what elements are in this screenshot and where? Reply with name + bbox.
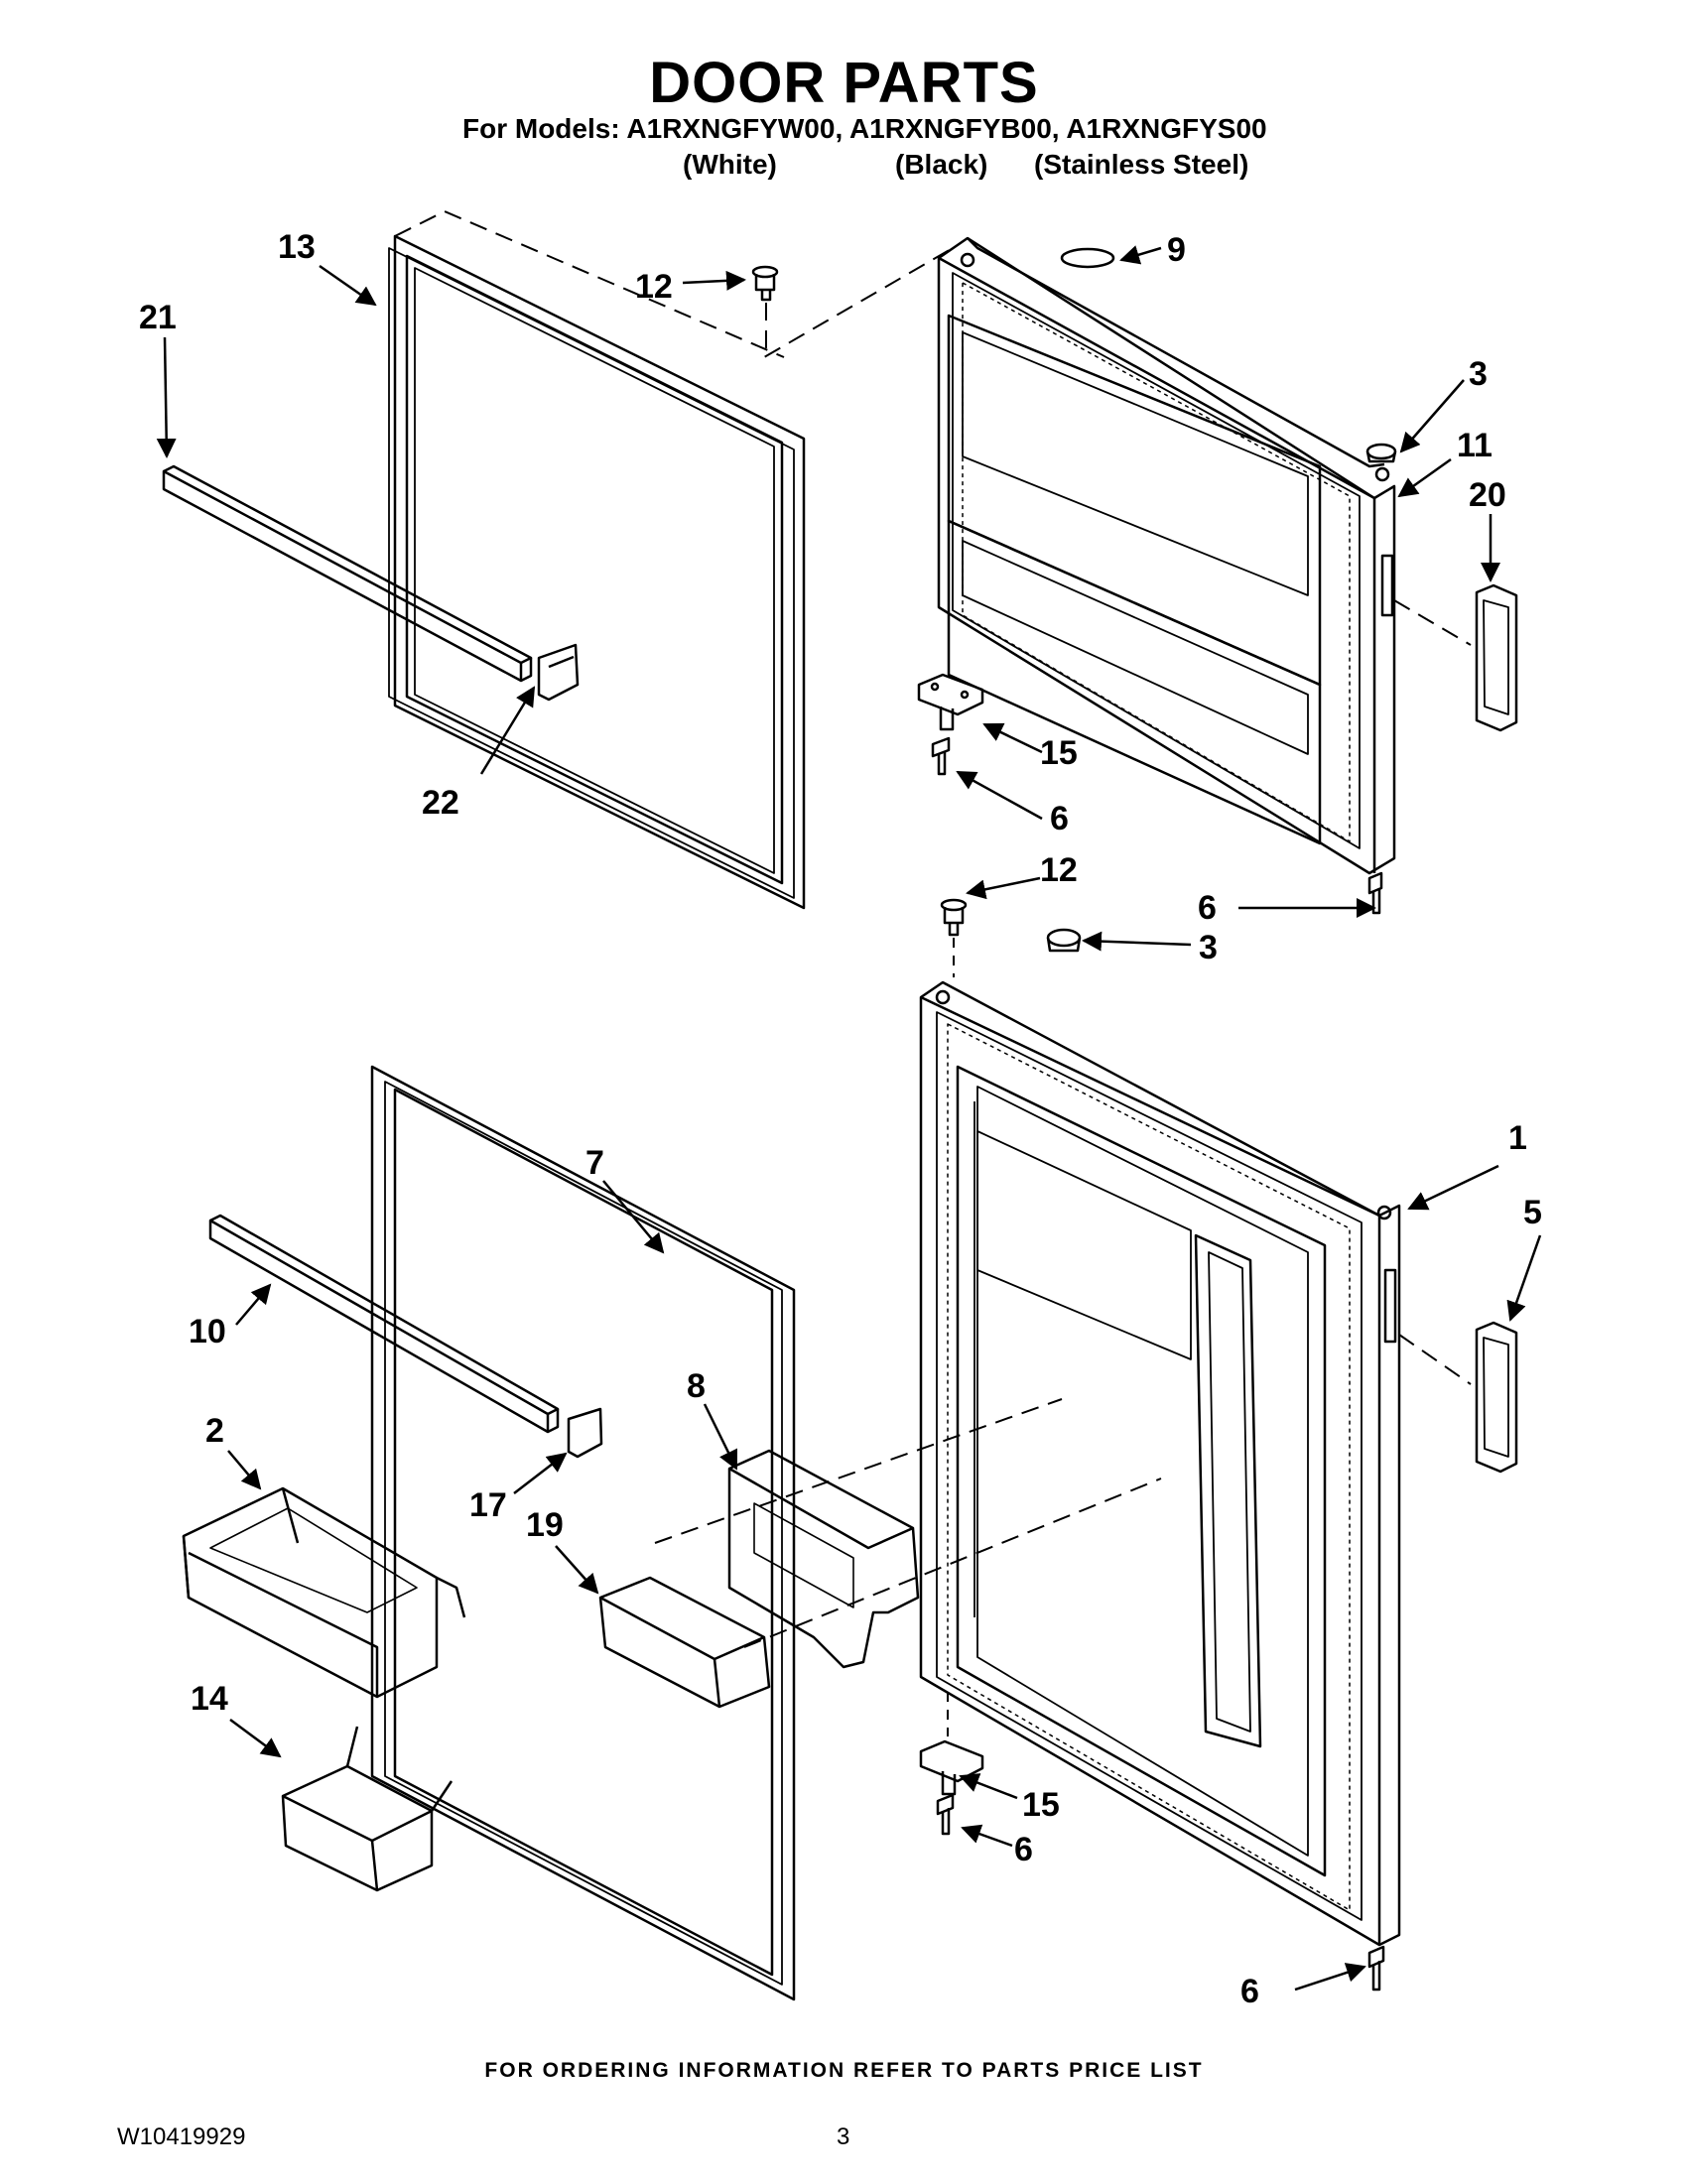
hinge-top: [917, 673, 984, 731]
callout-17: 17: [469, 1486, 507, 1524]
ordering-note: FOR ORDERING INFORMATION REFER TO PARTS …: [484, 2059, 1204, 2082]
callout-13: 13: [278, 228, 316, 266]
variant-black: (Black): [895, 149, 988, 180]
freezer-door-gasket: [388, 234, 806, 910]
callout-12-top: 12: [635, 268, 673, 306]
callout-3-top: 3: [1469, 355, 1488, 393]
callout-7: 7: [585, 1144, 604, 1182]
callout-1: 1: [1508, 1119, 1527, 1157]
large-door-bin: [182, 1486, 466, 1699]
screw-6-c: [936, 1793, 955, 1836]
callout-2: 2: [205, 1412, 224, 1450]
dispenser-cover: [598, 1576, 771, 1709]
fresh-food-door: [919, 980, 1401, 1947]
freezer-door: [937, 236, 1396, 875]
freezer-door-rail: [162, 464, 533, 683]
callout-12-lower: 12: [1040, 851, 1078, 889]
callout-15-top: 15: [1040, 734, 1078, 772]
models-line: For Models: A1RXNGFYW00, A1RXNGFYB00, A1…: [462, 113, 1267, 144]
hinge-plug-top: [1365, 443, 1397, 463]
fresh-food-door-rail: [208, 1214, 560, 1434]
hinge-pin-top: [751, 265, 779, 302]
callout-19: 19: [526, 1506, 564, 1544]
callout-22: 22: [422, 784, 459, 822]
document-number: W10419929: [117, 2123, 246, 2150]
door-bumper-ring: [1060, 247, 1115, 269]
screw-6-a: [931, 736, 951, 776]
callout-6-lower: 6: [1014, 1831, 1033, 1868]
fresh-food-handle: [1475, 1321, 1518, 1474]
dispenser-housing: [727, 1449, 920, 1669]
screw-6-d: [1367, 1945, 1385, 1991]
callout-15-lower: 15: [1022, 1786, 1060, 1824]
callout-10: 10: [189, 1313, 226, 1350]
callout-5: 5: [1523, 1194, 1542, 1231]
pin-alignment-dashed-top: [763, 247, 954, 358]
variant-white: (White): [683, 149, 777, 180]
page-number: 3: [837, 2123, 850, 2150]
callout-14: 14: [191, 1680, 228, 1718]
hinge-pin-lower: [940, 898, 968, 937]
freezer-handle: [1475, 583, 1518, 732]
callout-3-lower: 3: [1199, 929, 1218, 966]
callout-6-top: 6: [1050, 800, 1069, 837]
callout-21: 21: [139, 299, 177, 336]
callout-11: 11: [1457, 427, 1493, 464]
callout-8: 8: [687, 1367, 706, 1405]
small-door-bin: [281, 1726, 454, 1892]
callout-20: 20: [1469, 476, 1506, 514]
rail-end-cap-lower: [567, 1407, 603, 1459]
callout-6-bottom: 6: [1240, 1973, 1259, 2010]
page-title: DOOR PARTS: [649, 51, 1039, 115]
variant-stainless: (Stainless Steel): [1034, 149, 1249, 180]
gasket-alignment-dashed: [394, 210, 785, 358]
handle-alignment-dashed-top: [1393, 599, 1472, 646]
callout-9: 9: [1167, 231, 1186, 269]
hinge-lower: [919, 1739, 984, 1796]
rail-end-cap: [537, 643, 580, 702]
handle-alignment-dashed-lower: [1398, 1334, 1472, 1385]
hinge-plug-lower: [1046, 928, 1082, 953]
callout-6-right: 6: [1198, 889, 1217, 927]
